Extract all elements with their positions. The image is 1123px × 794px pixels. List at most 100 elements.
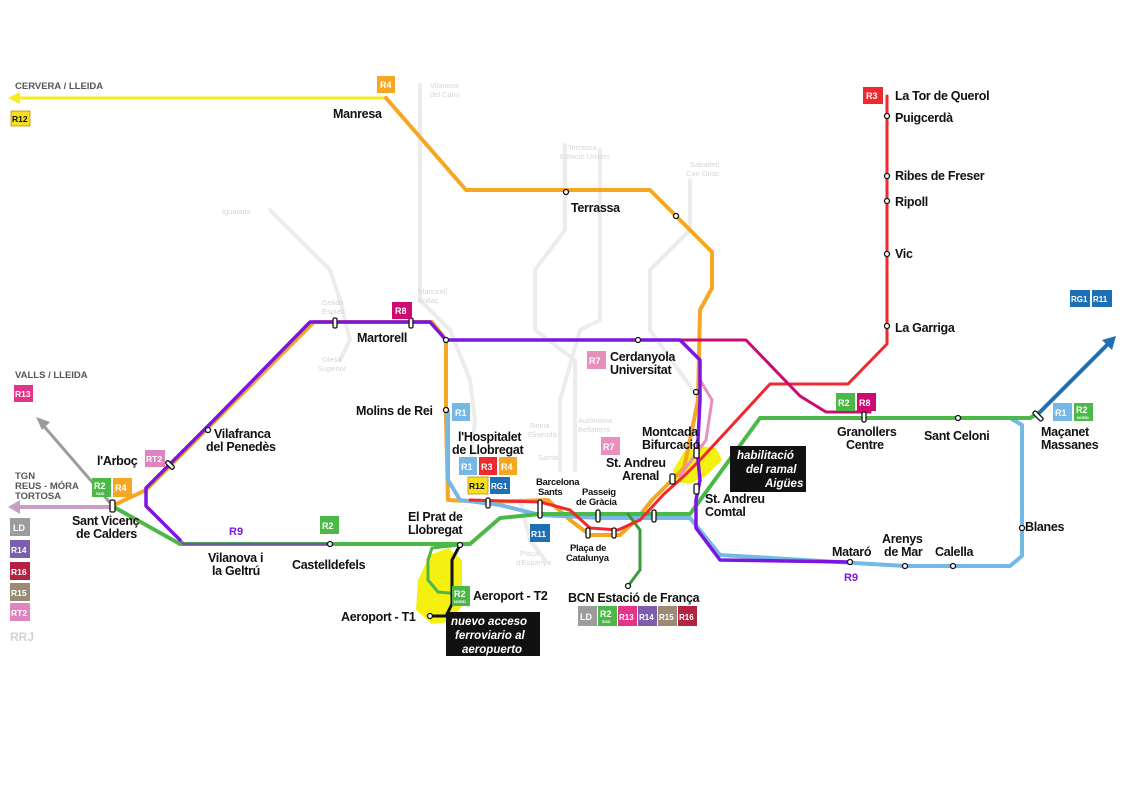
ghost-label: Can Oriac [686,169,720,178]
badge-rg1: RG1 [491,482,508,491]
badge-r11: R11 [531,529,546,539]
ghost-network [268,83,702,562]
station-ribes: Ribes de Freser [895,169,985,183]
station-mataro: Mataró [832,545,872,559]
badge-nord: NORD [1077,415,1089,420]
station-calella: Calella [935,545,975,559]
station-placa-cat: Catalunya [566,553,610,564]
station-castelldefels: Castelldefels [292,558,366,572]
station-placa-cat: Plaça de [570,543,606,554]
note-aeropuerto-line: ferroviario al [455,630,525,642]
station-st-andreu-arenal: Arenal [622,469,659,483]
badge-r16: R16 [11,567,27,577]
badge-nord: NORD [454,599,466,604]
station-el-prat: El Prat de [408,510,463,524]
ghost-label: Olesa [322,355,342,364]
badge-r4: R4 [115,483,127,493]
station-ripoll: Ripoll [895,195,928,209]
ghost-label: Gelida [322,298,345,307]
badge-r1: R1 [455,408,467,418]
station-vic: Vic [895,247,913,261]
station-labels: Manresa Terrassa La Tor de Querol Puigce… [72,89,1099,624]
station-sant-vicenc: de Calders [76,527,137,541]
badge-r2: R2 [94,481,106,491]
ghost-label: Enllaç [418,296,439,305]
line-r11 [1038,338,1114,414]
badge-sud: SUD [96,491,105,496]
badge-r7: R7 [589,356,601,366]
ghost-label: Elisenda [528,430,558,439]
arrow-cervera-icon [8,92,20,104]
badge-r15: R15 [11,588,27,598]
station-bars [109,317,1044,539]
station-passeig: de Gràcia [576,497,618,508]
badge-r3: R3 [866,91,878,101]
ghost-labels: Vilanova del Camí Terrassa Estació Unide… [222,81,720,567]
ghost-label: Terrassa [568,143,598,152]
badge-r13: R13 [619,613,634,622]
station-granollers: Centre [846,438,884,452]
line-r3 [468,94,889,532]
badge-r2: R2 [1076,405,1088,415]
badge-rt2: RT2 [11,608,27,618]
arrow-macanet-icon [1102,336,1116,350]
note-aeropuerto-line: aeropuerto [462,644,522,656]
badge-r8: R8 [859,398,871,408]
note-aigues-line: habilitació [737,450,794,462]
ghost-label: Vilanova [430,81,459,90]
badge-r4: R4 [380,80,392,90]
badge-r15: R15 [659,613,674,622]
station-cerdanyola: Universitat [610,363,672,377]
station-st-andreu-arenal: St. Andreu [606,456,666,470]
dest-tortosa: TORTOSA [15,491,61,502]
dest-cervera: CERVERA / LLEIDA [15,81,103,92]
station-hospitalet: de Llobregat [452,443,525,457]
badge-r2: R2 [600,609,612,619]
dest-valls: VALLS / LLEIDA [15,370,88,381]
ghost-label: Sarrià [538,453,559,462]
station-garriga: La Garriga [895,321,956,335]
dest-tgn: TGN [15,471,35,482]
station-martorell: Martorell [357,331,407,345]
line-r9 [144,320,852,564]
badge-r2: R2 [838,398,850,408]
badge-r2: R2 [454,589,466,599]
station-puigcerda: Puigcerdà [895,111,953,125]
station-blanes: Blanes [1025,520,1065,534]
ghost-label: Bellaterra [578,425,611,434]
station-montcada: Montcada [642,425,699,439]
note-aigues: habilitació del ramal Aigües [730,446,806,492]
station-arboc: l'Arboç [97,454,138,468]
note-aeropuerto-line: nuevo acceso [451,616,527,628]
station-hospitalet: l'Hospitalet [458,430,522,444]
station-passeig: Passeig [582,487,616,498]
station-bcn-franca: BCN Estació de França [568,591,701,605]
line-r2-airport [426,543,462,596]
station-st-andreu-comtal: Comtal [705,505,746,519]
station-molins: Molins de Rei [356,404,433,418]
badge-rg1: RG1 [1071,295,1088,304]
station-el-prat: Llobregat [408,523,463,537]
r9-label: R9 [844,572,858,584]
badge-r12: R12 [12,114,28,124]
station-tor-querol: La Tor de Querol [895,89,989,103]
badges: R4 R12 R3 RG1 R11 R8 R7 R13 R1 R2 R8 R1 … [10,76,1112,626]
station-st-andreu-comtal: St. Andreu [705,492,765,506]
badge-r7: R7 [603,442,615,452]
note-aigues-line: del ramal [746,464,797,476]
badge-rt2: RT2 [146,454,162,464]
badge-ld: LD [580,612,592,622]
station-aeroport-t1: Aeroport - T1 [341,610,416,624]
badge-r3: R3 [481,462,493,472]
ghost-label: Espiell [322,307,344,316]
ghost-label: d'Espanya [516,558,552,567]
badge-r12: R12 [469,481,485,491]
station-macanet: Maçanet [1041,425,1090,439]
ghost-label: Plaça [520,549,540,558]
badge-r1: R1 [1055,408,1067,418]
r9-label: R9 [229,526,243,538]
station-sant-vicenc: Sant Vicenç [72,514,140,528]
station-sants: Barcelona [536,477,580,488]
dest-reus: REUS - MÓRA [15,480,79,492]
